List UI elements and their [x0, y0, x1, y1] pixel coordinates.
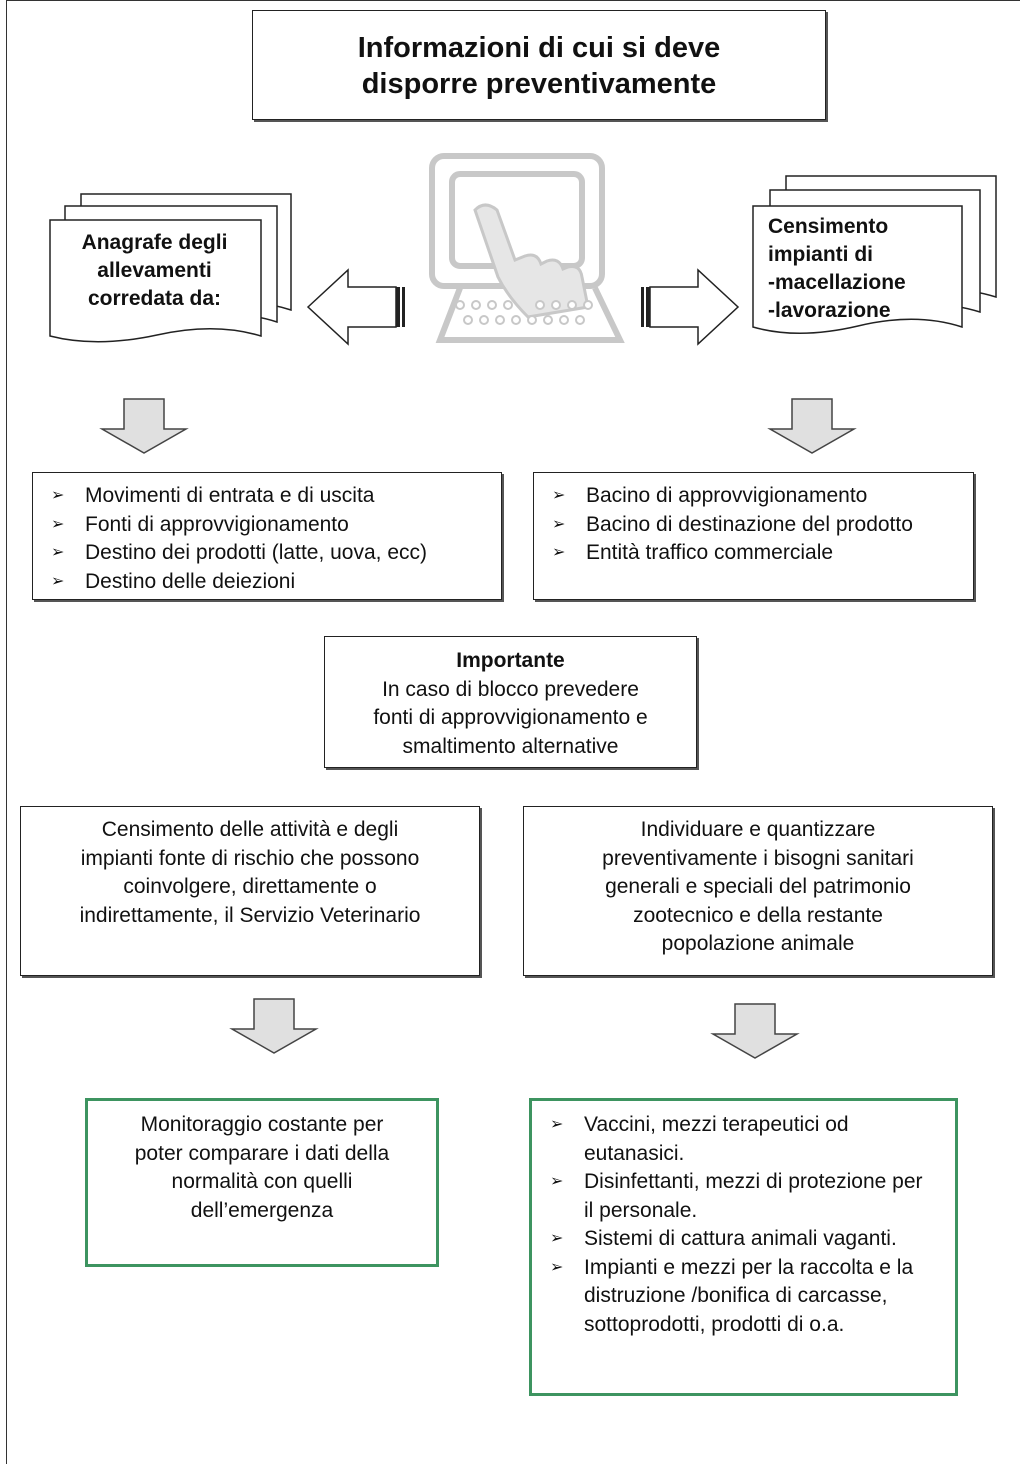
list-item-text: Sistemi di cattura animali vaganti.: [584, 1227, 897, 1250]
list-item: ➢ Bacino di approvvigionamento: [534, 482, 933, 511]
list-item: ➢ Impianti e mezzi per la raccolta e la d…: [532, 1254, 935, 1340]
census-line: impianti fonte di rischio che possono: [80, 846, 420, 870]
down-arrow-icon: [767, 398, 857, 454]
right-arrow-icon: [641, 268, 740, 346]
down-arrow-icon: [99, 398, 189, 454]
list-item: ➢ Entità traffico commerciale: [534, 539, 933, 568]
list-item: ➢ Fonti di approvvigionamento: [33, 511, 501, 540]
arrowhead-bullet-icon: ➢: [552, 515, 566, 533]
arrowhead-bullet-icon: ➢: [51, 572, 65, 590]
left-arrow-icon: [306, 268, 405, 346]
list-item: ➢ Disinfettanti, mezzi di protezione per …: [532, 1168, 935, 1225]
right-document-label: Censimento impianti di -macellazione -la…: [768, 213, 968, 325]
important-note: Importante In caso di blocco prevedere f…: [324, 636, 697, 768]
list-item: ➢ Bacino di destinazione del prodotto: [534, 511, 933, 540]
needs-line: generali e speciali del patrimonio: [605, 875, 911, 898]
list-item-text: Destino dei prodotti (latte, uova, ecc): [85, 541, 428, 564]
list-item-text: Disinfettanti, mezzi di protezione per i…: [584, 1170, 923, 1222]
list-item-text: Impianti e mezzi per la raccolta e la di…: [584, 1255, 914, 1336]
right-document-line: Censimento: [768, 215, 889, 238]
list-item: ➢ Vaccini, mezzi terapeutici od eutanasic…: [532, 1111, 935, 1168]
left-document-line: Anagrafe degli: [81, 231, 228, 254]
arrowhead-bullet-icon: ➢: [550, 1258, 564, 1276]
monitor-line: normalità con quelli: [171, 1170, 353, 1193]
list-item: ➢ Destino dei prodotti (latte, uova, ecc): [33, 539, 501, 568]
arrowhead-bullet-icon: ➢: [550, 1230, 564, 1247]
left-document-label: Anagrafe degli allevamenti corredata da:: [52, 229, 257, 313]
title-line-1: Informazioni di cui si deve: [357, 32, 721, 64]
list-item-text: Fonti di approvvigionamento: [85, 512, 349, 536]
arrowhead-bullet-icon: ➢: [552, 487, 566, 504]
monitor-line: Monitoraggio costante per: [140, 1113, 384, 1136]
livestock-info-list: ➢ Movimenti di entrata e di uscita ➢ Fonti…: [32, 472, 502, 600]
left-document-line: allevamenti: [97, 259, 212, 282]
list-item-text: Destino delle deiezioni: [85, 569, 296, 593]
right-document-stack: [752, 175, 997, 334]
list-item-text: Vaccini, mezzi terapeutici od eutanasici…: [584, 1113, 849, 1165]
list-item-text: Entità traffico commerciale: [586, 541, 834, 564]
down-arrow-icon: [710, 1003, 800, 1059]
needs-line: zootecnico e della restante: [633, 903, 883, 927]
right-document-line: -macellazione: [768, 271, 906, 294]
computer-hand-icon: [429, 153, 625, 343]
arrowhead-bullet-icon: ➢: [51, 515, 65, 533]
supplies-list-box: ➢ Vaccini, mezzi terapeutici od eutanasic…: [529, 1098, 958, 1396]
important-line: fonti di approvvigionamento e: [373, 706, 648, 729]
arrowhead-bullet-icon: ➢: [51, 487, 65, 504]
list-item-text: Movimenti di entrata e di uscita: [85, 484, 375, 507]
arrowhead-bullet-icon: ➢: [552, 544, 566, 561]
list-item: ➢ Destino delle deiezioni: [33, 568, 501, 597]
right-document-line: impianti di: [768, 243, 873, 266]
title-line-2: disporre preventivamente: [361, 68, 717, 100]
risk-census-box: Censimento delle attività e degli impian…: [20, 806, 480, 976]
arrowhead-bullet-icon: ➢: [550, 1116, 564, 1133]
census-line: indirettamente, il Servizio Veterinario: [79, 903, 421, 927]
left-document-stack: [49, 193, 292, 343]
census-line: Censimento delle attività e degli: [101, 818, 399, 841]
arrowhead-bullet-icon: ➢: [550, 1173, 564, 1190]
diagram-title: Informazioni di cui si deve disporre pre…: [252, 10, 826, 120]
important-line: smaltimento alternative: [402, 734, 619, 758]
left-document-line: corredata da:: [87, 287, 222, 310]
page-frame: [6, 0, 1020, 1464]
monitoring-box: Monitoraggio costante per poter comparar…: [85, 1098, 439, 1267]
arrowhead-bullet-icon: ➢: [51, 544, 65, 561]
important-line: In caso di blocco prevedere: [382, 677, 639, 701]
census-line: coinvolgere, direttamente o: [123, 875, 377, 898]
list-item-text: Bacino di approvvigionamento: [586, 484, 868, 507]
health-needs-box: Individuare e quantizzare preventivament…: [523, 806, 993, 976]
down-arrow-icon: [229, 998, 319, 1054]
monitor-line: poter comparare i dati della: [134, 1141, 390, 1165]
list-item-text: Bacino di destinazione del prodotto: [586, 512, 913, 536]
list-item: ➢ Sistemi di cattura animali vaganti.: [532, 1225, 935, 1254]
needs-line: preventivamente i bisogni sanitari: [602, 846, 914, 870]
plant-info-list: ➢ Bacino di approvvigionamento ➢ Bacino di…: [533, 472, 974, 600]
right-document-line: -lavorazione: [768, 299, 891, 322]
needs-line: Individuare e quantizzare: [640, 818, 876, 841]
monitor-line: dell’emergenza: [190, 1198, 334, 1222]
list-item: ➢ Movimenti di entrata e di uscita: [33, 482, 501, 511]
important-heading: Importante: [456, 649, 565, 672]
needs-line: popolazione animale: [661, 932, 855, 955]
